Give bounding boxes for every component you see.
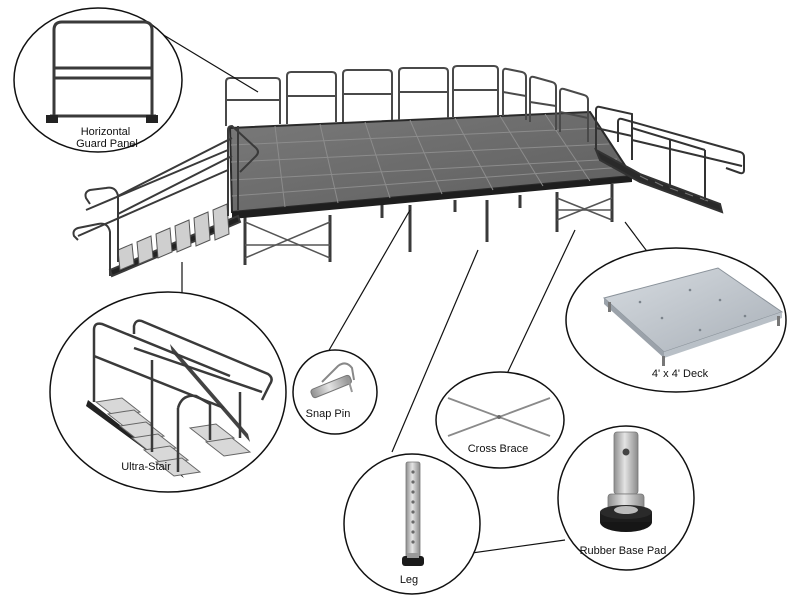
guard-panel-label: Horizontal Guard Panel (76, 126, 138, 150)
guard-panel-illustration (50, 20, 156, 118)
left-side-stair (72, 124, 259, 278)
right-side-stair (594, 105, 745, 214)
ultra-stair-illustration (86, 319, 273, 478)
callout-deck: 4' x 4' Deck (565, 247, 787, 393)
callout-guard-panel: Horizontal Guard Panel (13, 7, 183, 153)
guard-panel-label-line1: Horizontal (81, 126, 131, 138)
leg-label: Leg (400, 574, 418, 586)
snap-pin-label: Snap Pin (306, 408, 351, 420)
cross-brace-label: Cross Brace (468, 443, 529, 455)
leg-illustration (402, 461, 424, 566)
callout-snap-pin: Snap Pin (292, 349, 378, 435)
deck-label: 4' x 4' Deck (652, 368, 709, 380)
stage-deck-grid (230, 113, 625, 208)
ultra-stair-label: Ultra-Stair (121, 461, 171, 473)
callout-rubber-pad: Rubber Base Pad (557, 425, 695, 571)
snap-pin-illustration (310, 362, 355, 399)
stage-deck-edge (232, 176, 632, 219)
guard-panel-label-line2: Guard Panel (76, 138, 138, 150)
rubber-pad-illustration (600, 431, 652, 532)
rubber-pad-label: Rubber Base Pad (580, 545, 667, 557)
deck-illustration (602, 267, 784, 366)
main-stage (72, 65, 745, 278)
callout-leg: Leg (343, 453, 481, 595)
stage-cross-braces (244, 197, 613, 259)
stage-back-rails (225, 65, 589, 142)
callout-ultra-stair: Ultra-Stair (49, 291, 287, 493)
callout-cross-brace: Cross Brace (435, 371, 565, 469)
